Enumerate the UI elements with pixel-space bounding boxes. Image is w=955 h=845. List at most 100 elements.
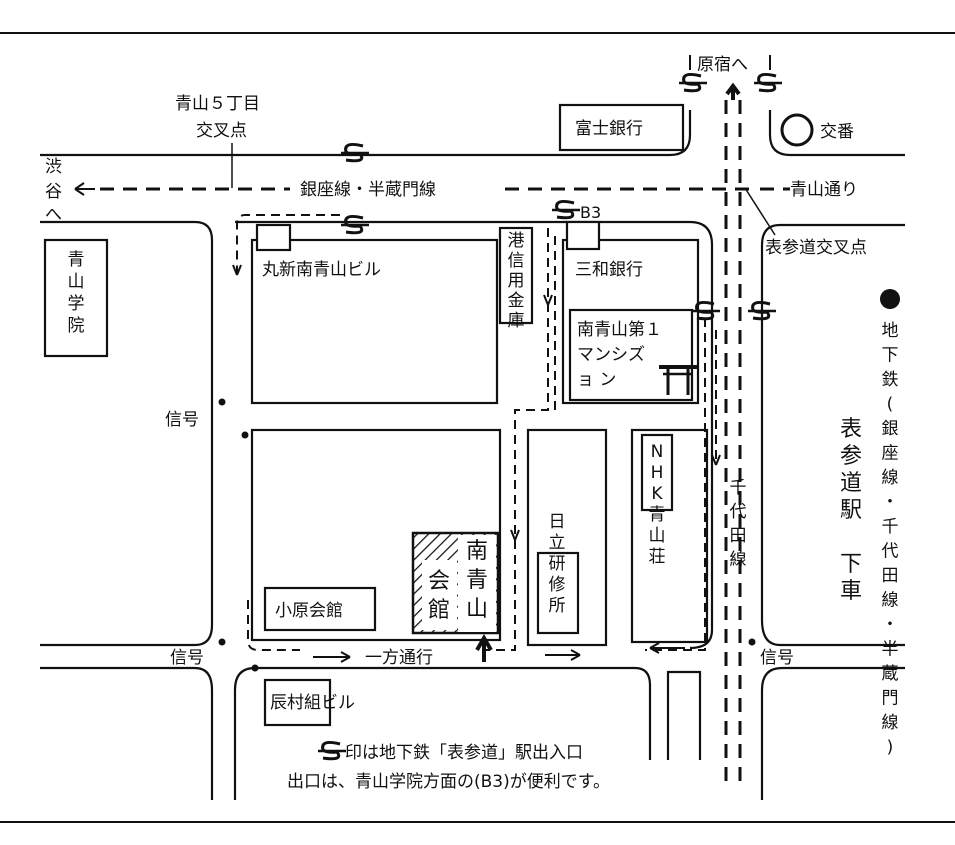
subway-entrance-icon: [341, 215, 369, 235]
char: 研: [549, 554, 566, 574]
subway-entrance-icon: [552, 200, 580, 220]
signal-dot-4: [251, 664, 259, 672]
char: 千: [730, 478, 747, 498]
subway-entrance-icon: [754, 73, 782, 93]
subway-entrance-icon: [318, 741, 346, 761]
char: 地: [882, 321, 899, 341]
route-marushin-arrow: [232, 264, 242, 276]
char: 道: [840, 471, 862, 496]
ohara-kaikan-box: [263, 586, 377, 632]
b3-label: B3: [580, 203, 601, 222]
omotesando-pointer: [744, 187, 776, 236]
tatsumura-bldg-box: [263, 678, 332, 727]
char: 館: [428, 598, 450, 623]
shibuya-label-2: 谷: [45, 182, 62, 202]
route-west-loop: [247, 600, 300, 651]
subway-entrance-icon: [679, 73, 707, 93]
char: 鉄: [882, 370, 899, 390]
signal-dot-2: [241, 431, 249, 439]
signal-dot-3: [218, 638, 226, 646]
shibuya-label-1: 渋: [45, 157, 62, 177]
char: ・: [882, 615, 899, 635]
char: 青: [649, 505, 666, 525]
minami-aoyama-mansion-box: [568, 308, 694, 402]
char: 用: [508, 271, 525, 291]
aoyama-gakuin-label: 青山学院: [68, 250, 85, 336]
route-nhk: [645, 318, 706, 651]
char: 門: [882, 689, 899, 709]
char: 立: [549, 533, 566, 553]
minami-aoyama-kaikan-label-col1: 南青山: [466, 539, 488, 622]
signal-label-1: 信号: [165, 410, 199, 430]
signal-dot-5: [748, 638, 756, 646]
fuji-bank-box: [558, 103, 685, 152]
subway-entrances: [341, 73, 782, 321]
char: 会: [428, 569, 450, 594]
legend-line-2: 出口は、青山学院方面の(B3)が便利です。: [287, 772, 610, 792]
legend-subway-entrance-icon: [318, 741, 346, 761]
nhk-box: [640, 433, 674, 512]
route-minato: [485, 228, 549, 651]
char: 日: [549, 512, 566, 532]
mansion-label-2: マンシズ: [577, 345, 645, 365]
route-marushin: [236, 214, 340, 275]
subway-entrance-icon: [748, 301, 776, 321]
char: ): [887, 738, 894, 758]
aoyama-dori-label: 青山通り: [790, 180, 858, 200]
tatsumura-bldg-label: 辰村組ビル: [270, 693, 355, 713]
aoyama-5-label-1: 青山５丁目: [175, 94, 260, 114]
char: 荘: [649, 547, 666, 567]
mansion-label-1: 南青山第１: [577, 320, 662, 340]
char: 田: [882, 566, 899, 586]
char: 千: [882, 517, 899, 537]
signal-dot-1: [218, 398, 226, 406]
char: 青: [466, 568, 488, 593]
char: K: [651, 484, 663, 504]
west-lower-edge: [40, 666, 214, 800]
one-way-arrow-1: [313, 651, 351, 663]
kaikan-entrance-arrow: [475, 634, 493, 662]
aoyama-dori-north-edge-east: [768, 110, 905, 157]
char: 金: [508, 291, 525, 311]
one-way-arrow-3: [649, 642, 685, 654]
char: N: [651, 442, 664, 462]
route-minato-arrow-1: [543, 294, 553, 306]
char: 参: [840, 444, 862, 469]
sanwa-bank-label: 三和銀行: [575, 260, 643, 280]
char: 信: [508, 251, 525, 271]
char: 下: [882, 346, 899, 366]
one-way-arrow-2: [545, 649, 581, 661]
aoyama-dori-north-edge: [40, 110, 692, 157]
route-nhk-arrow-1: [711, 454, 721, 466]
char: 蔵: [882, 664, 899, 684]
police-box-icon: [780, 113, 814, 147]
subway-entrance-icon: [692, 301, 720, 321]
char: 南: [466, 539, 488, 564]
char: 銀: [882, 419, 899, 439]
mansion-label-3: ョ ン: [577, 370, 616, 390]
char: 修: [549, 575, 566, 595]
char: 線: [882, 468, 899, 488]
omotesando-intersection-label: 表参道交叉点: [765, 238, 867, 258]
char: 線: [882, 713, 899, 733]
signal-label-2: 信号: [170, 648, 204, 668]
char: (: [887, 395, 894, 415]
police-box-label: 交番: [820, 122, 854, 142]
char: 線: [730, 550, 747, 570]
char: ・: [882, 493, 899, 513]
minami-aoyama-kaikan-label-col2: 会館: [428, 569, 450, 623]
char: 代: [882, 542, 899, 562]
char: H: [651, 463, 664, 483]
char: 山: [649, 526, 666, 546]
aoyama-dori-south-edge-mid: [235, 220, 714, 650]
hitachi-box: [536, 551, 580, 635]
route-minato-arrow-2: [510, 529, 520, 541]
ginza-hanzomon-line-label: 銀座線・半蔵門線: [300, 180, 436, 200]
